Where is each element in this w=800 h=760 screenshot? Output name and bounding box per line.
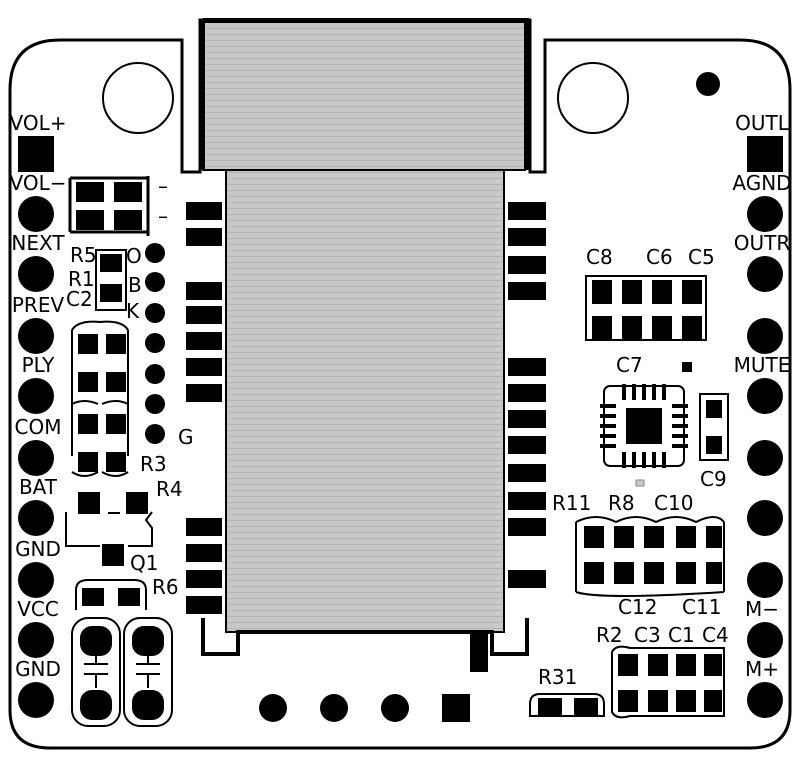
dash-label-bottom: – bbox=[158, 204, 168, 228]
label-c5: C5 bbox=[688, 245, 715, 269]
module-body bbox=[225, 169, 505, 633]
right-pin-pad bbox=[747, 378, 783, 414]
module-pads-left bbox=[186, 202, 222, 614]
label-c9: C9 bbox=[700, 467, 727, 491]
right-pin-label: M+ bbox=[745, 657, 779, 681]
right-pin-pad bbox=[747, 440, 783, 476]
label-r31: R31 bbox=[538, 665, 577, 689]
left-pin-pad bbox=[18, 196, 54, 232]
label-c4: C4 bbox=[702, 623, 729, 647]
right-pin-label: M− bbox=[745, 597, 779, 621]
c8-c6-c5-footprint bbox=[585, 275, 707, 341]
qfn-chip bbox=[600, 362, 692, 487]
dash-label-top: – bbox=[158, 174, 168, 198]
r31-footprint bbox=[529, 693, 605, 717]
label-c11: C11 bbox=[682, 595, 721, 619]
right-pin-label: MUTE bbox=[734, 353, 791, 377]
label-c2: C2 bbox=[66, 287, 93, 311]
c9-footprint bbox=[699, 393, 729, 461]
left-pin-pad bbox=[18, 562, 54, 598]
label-c6: C6 bbox=[646, 245, 673, 269]
right-pin-pad bbox=[747, 136, 783, 172]
mounting-hole-right bbox=[557, 62, 629, 134]
led-label-k: K bbox=[126, 299, 140, 323]
right-pin-label: OUTR bbox=[734, 231, 791, 255]
fiducial-mark bbox=[696, 72, 720, 96]
led-label-o: O bbox=[126, 244, 142, 268]
left-pin-label: GND bbox=[15, 537, 61, 561]
led-label-b: B bbox=[128, 273, 142, 297]
left-pin-pad bbox=[18, 622, 54, 658]
led-label-g: G bbox=[178, 425, 194, 449]
label-r4: R4 bbox=[156, 477, 183, 501]
label-c1: C1 bbox=[668, 623, 695, 647]
label-c8: C8 bbox=[586, 245, 613, 269]
left-pin-pad bbox=[18, 440, 54, 476]
right-pin-pad bbox=[747, 622, 783, 658]
left-edge-pins: VOL+ VOL− NEXT PREV PLY COM BAT GND VCC GND bbox=[10, 111, 67, 718]
left-pin-label: VOL− bbox=[10, 171, 67, 195]
left-pin-label: NEXT bbox=[11, 231, 65, 255]
label-r11: R11 bbox=[552, 491, 591, 515]
switch-footprint: – – bbox=[68, 174, 168, 236]
r4-q1-footprint bbox=[65, 492, 153, 566]
module-outline-notch bbox=[470, 634, 488, 672]
battery-footprints bbox=[71, 617, 173, 727]
left-pin-pad bbox=[18, 256, 54, 292]
left-pin-label: PLY bbox=[22, 353, 56, 377]
left-pin-label: GND bbox=[15, 657, 61, 681]
right-pin-label: AGND bbox=[732, 171, 791, 195]
r6-footprint bbox=[75, 579, 147, 610]
label-c7: C7 bbox=[616, 353, 643, 377]
right-edge-pins: OUTL AGND OUTR MUTE M− M+ bbox=[732, 111, 792, 718]
label-r6: R6 bbox=[152, 575, 179, 599]
module-pads-right bbox=[508, 202, 546, 588]
left-pin-label: PREV bbox=[12, 293, 65, 317]
label-c12: C12 bbox=[618, 595, 657, 619]
label-r5: R5 bbox=[70, 243, 97, 267]
left-pin-pad bbox=[18, 378, 54, 414]
left-pin-label: BAT bbox=[19, 475, 58, 499]
r5-r1-footprint bbox=[95, 249, 127, 311]
left-pin-pad bbox=[18, 136, 54, 172]
left-pin-pad bbox=[18, 318, 54, 354]
label-r3: R3 bbox=[140, 452, 167, 476]
mounting-hole-left bbox=[102, 62, 174, 134]
label-c10: C10 bbox=[654, 491, 693, 515]
r2-c3-c1-c4-footprint bbox=[611, 645, 725, 719]
label-r2: R2 bbox=[596, 623, 623, 647]
right-pin-pad bbox=[747, 318, 783, 354]
module-antenna bbox=[202, 21, 526, 171]
right-pin-pad bbox=[747, 500, 783, 536]
module-outline bbox=[201, 18, 529, 656]
label-c3: C3 bbox=[634, 623, 661, 647]
left-caps bbox=[71, 320, 129, 477]
right-pin-pad bbox=[747, 256, 783, 292]
label-r1: R1 bbox=[68, 267, 95, 291]
r11-r8-c10-footprint bbox=[575, 516, 725, 597]
right-pin-pad bbox=[747, 562, 783, 598]
label-r8: R8 bbox=[608, 491, 635, 515]
right-pin-label: OUTL bbox=[735, 111, 790, 135]
left-pin-pad bbox=[18, 500, 54, 536]
left-pin-pad bbox=[18, 682, 54, 718]
bottom-header bbox=[259, 694, 470, 722]
left-pin-label: COM bbox=[15, 415, 62, 439]
right-pin-pad bbox=[747, 682, 783, 718]
led-pads bbox=[145, 243, 165, 444]
label-q1: Q1 bbox=[130, 551, 158, 575]
left-pin-label: VCC bbox=[17, 597, 59, 621]
left-pin-label: VOL+ bbox=[10, 111, 67, 135]
right-pin-pad bbox=[747, 196, 783, 232]
